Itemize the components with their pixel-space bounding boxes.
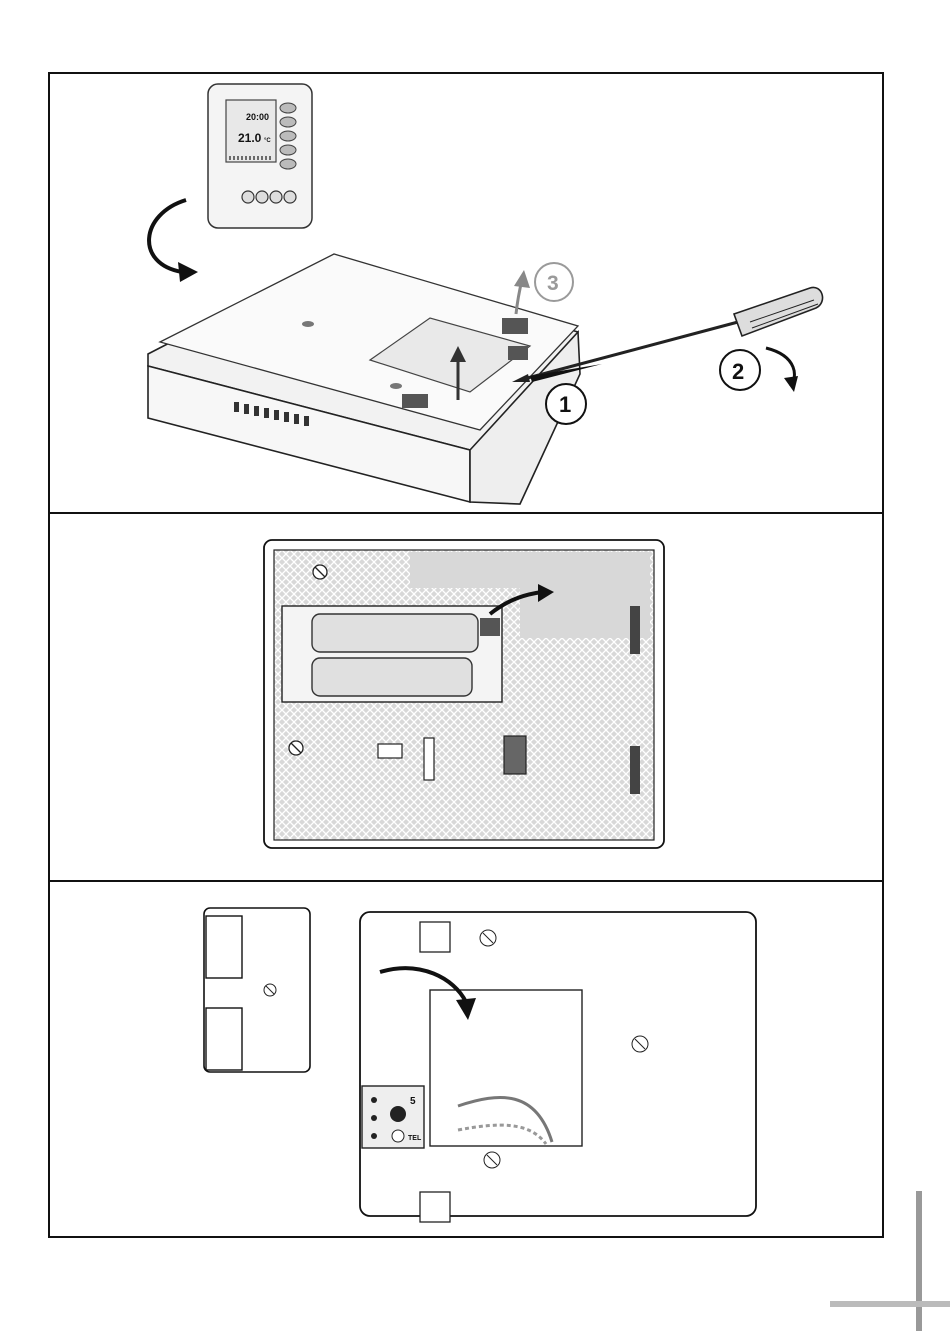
housing-base bbox=[148, 254, 580, 504]
screw-icon bbox=[480, 930, 496, 946]
svg-text:2: 2 bbox=[732, 359, 744, 384]
battery-compartment-illustration bbox=[50, 514, 882, 880]
rotate-arrow-icon bbox=[149, 200, 186, 272]
instruction-frame: 20:00 21.0 °C bbox=[48, 72, 884, 1238]
screw-icon bbox=[264, 984, 276, 996]
terminal-label-tel: TEL bbox=[408, 1135, 422, 1142]
wiring-illustration: 5 TEL bbox=[50, 882, 882, 1240]
open-housing-illustration: 20:00 21.0 °C bbox=[50, 74, 882, 510]
terminal-label-5: 5 bbox=[410, 1096, 416, 1107]
battery-2 bbox=[312, 658, 472, 696]
svg-text:3: 3 bbox=[547, 272, 559, 295]
registration-mark-icon bbox=[830, 1191, 950, 1331]
screw-icon bbox=[313, 565, 327, 579]
svg-text:1: 1 bbox=[559, 392, 571, 417]
display-temperature: 21.0 bbox=[238, 131, 262, 145]
display-time: 20:00 bbox=[246, 112, 269, 122]
screw-icon bbox=[484, 1152, 500, 1168]
battery-holder bbox=[282, 606, 502, 702]
screw-icon bbox=[289, 741, 303, 755]
thermostat-front-unit: 20:00 21.0 °C bbox=[208, 84, 312, 228]
latch-clip bbox=[508, 346, 528, 360]
panel-open-housing: 20:00 21.0 °C bbox=[50, 74, 882, 510]
panel-wiring: 5 TEL bbox=[50, 880, 882, 1240]
battery-1 bbox=[312, 614, 478, 652]
panel-battery-compartment bbox=[50, 512, 882, 880]
terminal-block: 5 TEL bbox=[362, 1086, 424, 1148]
step-2-badge: 2 bbox=[720, 350, 760, 390]
display-unit: °C bbox=[264, 138, 271, 144]
step-1-badge: 1 bbox=[546, 384, 586, 424]
step-3-badge: 3 bbox=[535, 263, 573, 301]
screw-icon bbox=[632, 1036, 648, 1052]
